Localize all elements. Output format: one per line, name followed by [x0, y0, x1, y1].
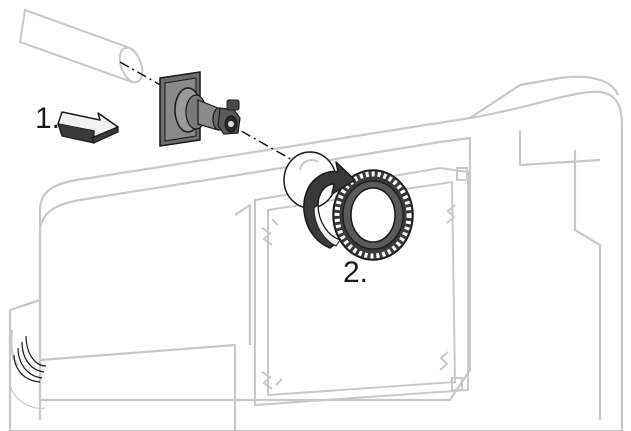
supply-valve	[159, 71, 241, 147]
side-grille	[9, 335, 47, 409]
supply-pipe	[18, 8, 144, 84]
step-1-arrow	[57, 111, 119, 144]
plug-cap	[283, 151, 414, 261]
step-1-label: 1.	[35, 102, 60, 135]
step-2-label: 2.	[343, 256, 368, 289]
step-2-arrow	[303, 161, 356, 249]
